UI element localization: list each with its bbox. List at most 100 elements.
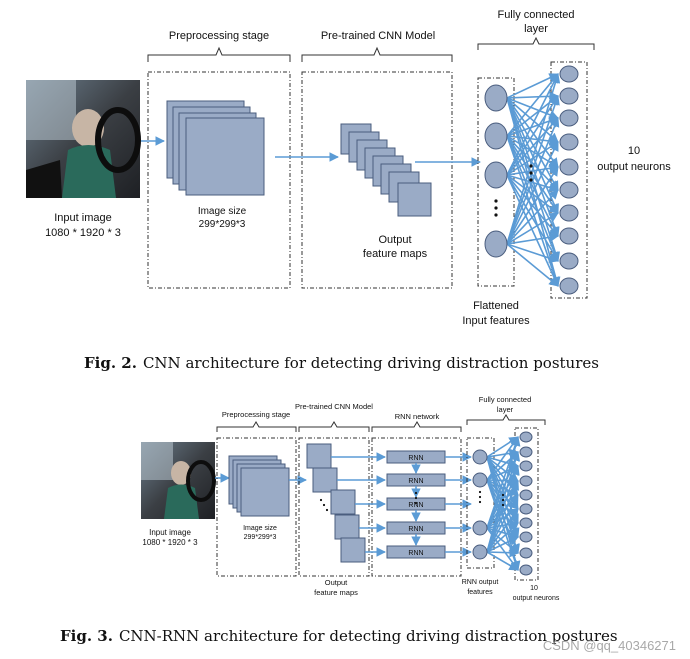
fig2-output-label-2: feature maps	[363, 248, 428, 260]
connection-line	[486, 547, 519, 558]
fig2-preprocessing-title: Preprocessing stage	[169, 30, 269, 42]
output-neuron	[559, 277, 579, 295]
fig2-input-dims: 1080 * 1920 * 3	[45, 227, 121, 239]
fig2-connections	[506, 73, 561, 287]
output-neuron	[559, 227, 579, 245]
fig3-rnn-brace	[371, 421, 462, 432]
fig2-cnn-brace	[301, 46, 453, 62]
connection-line	[486, 551, 519, 571]
output-neuron	[559, 109, 579, 127]
fig3-rnn-title: RNN network	[395, 412, 440, 421]
fig2-input-neurons	[484, 84, 508, 258]
connection-line	[486, 508, 519, 553]
fig2-neurons-count: 10	[628, 145, 640, 157]
fig2-cnn-box	[301, 71, 453, 289]
fig3-diagram: Input image 1080 * 1920 * 3 Preprocessin…	[141, 395, 560, 602]
output-neuron	[519, 489, 533, 501]
fig3-connections	[486, 436, 521, 571]
connection-line	[506, 243, 559, 263]
connection-line	[506, 243, 559, 287]
connection-line	[506, 95, 559, 176]
output-neuron	[519, 460, 533, 472]
fig3-rnn-output-1: RNN output	[462, 579, 499, 586]
output-neuron	[519, 446, 533, 458]
connection-line	[506, 73, 559, 99]
output-neuron	[519, 564, 533, 576]
input-neuron	[484, 122, 508, 150]
fig2-caption: Fig. 2.CNN architecture for detecting dr…	[84, 354, 599, 372]
fig2-preprocessing-box	[147, 71, 291, 289]
fig2-fc-brace	[477, 36, 595, 50]
fig2-flattened-box	[477, 77, 515, 287]
fig2-middle-ellipsis	[529, 164, 533, 182]
fig3-preprocessed-images	[228, 455, 290, 517]
connection-line	[506, 135, 559, 168]
fig2-preprocessed-images	[166, 100, 265, 196]
fig2-flattened-2: Input features	[462, 315, 530, 327]
fig2-output-label-1: Output	[378, 234, 411, 246]
connection-line	[506, 73, 561, 245]
connection-line	[506, 141, 559, 245]
fig2-image-size-label: Image size	[198, 206, 247, 217]
connection-line	[506, 95, 560, 245]
fig3-rnn-ellipsis	[414, 491, 418, 505]
connection-line	[506, 212, 559, 245]
fig2-fc-title-2: layer	[524, 23, 548, 35]
watermark: CSDN @qq_40346271	[543, 638, 676, 653]
connection-line	[486, 522, 519, 553]
input-neuron	[484, 230, 508, 258]
input-neuron	[472, 449, 488, 465]
output-neuron	[519, 431, 533, 443]
output-neuron	[519, 475, 533, 487]
fig3-output-label-2: feature maps	[314, 588, 358, 597]
fig3-image-size-value: 299*299*3	[244, 534, 277, 541]
rnn-unit-label: RNN	[408, 526, 423, 533]
fig3-cnn-brace	[298, 421, 370, 432]
fig3-fmap-ellipsis	[319, 498, 329, 512]
connection-line	[486, 480, 519, 553]
connection-line	[506, 97, 559, 120]
fig2-diagram: Input image 1080 * 1920 * 3 Preprocessin…	[26, 9, 671, 327]
connection-line	[506, 174, 559, 287]
output-neuron	[559, 65, 579, 83]
connection-line	[506, 117, 560, 245]
fig3-input-label: Input image	[149, 528, 191, 537]
output-neuron	[559, 252, 579, 270]
rnn-unit-label: RNN	[408, 455, 423, 462]
fig3-fc-title-1: Fully connected	[479, 395, 532, 404]
input-neuron	[484, 161, 508, 189]
fig2-preprocessing-brace	[147, 46, 291, 62]
connection-line	[506, 166, 559, 245]
connection-line	[506, 97, 559, 168]
fig3-input-dims: 1080 * 1920 * 3	[142, 538, 198, 547]
output-neuron	[559, 133, 579, 151]
fig3-input-neurons	[472, 449, 488, 560]
fig2-fc-title-1: Fully connected	[497, 9, 574, 21]
connection-line	[506, 97, 559, 143]
fig3-rnn-output-box	[466, 437, 495, 569]
fig3-preprocessing-title: Preprocessing stage	[222, 410, 290, 419]
fig2-output-neurons	[559, 65, 579, 295]
input-neuron	[472, 472, 488, 488]
fig2-output-box	[550, 61, 588, 299]
fig3-mid-ellipsis	[501, 493, 505, 507]
connection-line	[486, 494, 519, 553]
fig3-rnn-box	[371, 437, 462, 577]
fig3-image-size-label: Image size	[243, 525, 277, 532]
output-neuron	[559, 204, 579, 222]
fig2-input-label: Input image	[54, 212, 111, 224]
fig3-input-image	[141, 442, 216, 519]
fig3-preprocessing-box	[216, 437, 297, 577]
fig3-output-neurons	[519, 431, 533, 576]
fig3-fc-brace	[466, 414, 546, 425]
fig3-fc-title-2: layer	[497, 405, 514, 414]
connection-line	[506, 189, 559, 245]
input-neuron	[484, 84, 508, 112]
fig3-caption: Fig. 3.CNN-RNN architecture for detectin…	[60, 627, 618, 645]
connection-line	[506, 73, 559, 176]
fig2-flattened-1: Flattened	[473, 300, 519, 312]
output-neuron	[519, 531, 533, 543]
rnn-unit-label: RNN	[408, 502, 423, 509]
